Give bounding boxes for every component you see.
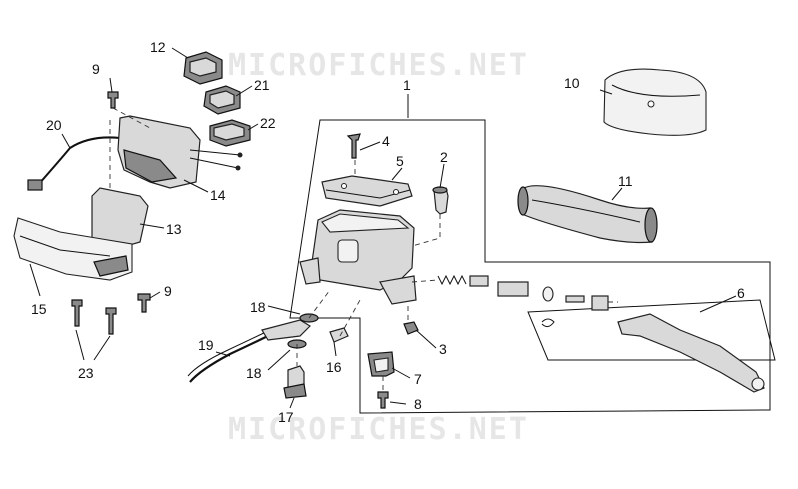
- callout-2: 2: [440, 149, 448, 165]
- part-19-banjo: [261, 319, 311, 341]
- callout-14: 14: [210, 187, 226, 203]
- part-10-cover: [603, 68, 707, 136]
- master-cylinder-clamp-half: [379, 275, 417, 305]
- callout-20: 20: [46, 117, 62, 133]
- part-22-switch-face: [213, 123, 245, 141]
- leader-lines: [29, 47, 737, 409]
- watermark-bottom: MICROFICHES.NET: [228, 412, 529, 447]
- guide-screw-9-top: [112, 107, 151, 129]
- callout-18-bottom: 18: [246, 365, 262, 381]
- part-12-switch-face: [189, 57, 217, 77]
- callout-1: 1: [403, 77, 411, 93]
- part-11-grip: [521, 185, 653, 244]
- callout-11: 11: [618, 173, 633, 189]
- part-8-screw: [377, 391, 389, 409]
- callout-16: 16: [326, 359, 342, 375]
- callout-23: 23: [78, 365, 94, 381]
- part-11-grip-line: [531, 199, 641, 223]
- part-16-bleeder: [329, 327, 349, 343]
- part-5-cap-hole-a: [341, 183, 347, 189]
- guide-bleeder: [339, 299, 361, 337]
- part-23-screw-b: [105, 307, 117, 335]
- callout-8: 8: [414, 396, 422, 412]
- callout-17: 17: [278, 409, 294, 425]
- watermark-top: MICROFICHES.NET: [228, 48, 529, 83]
- callout-9-top: 9: [92, 61, 100, 77]
- lever-spring-clip: [541, 318, 555, 328]
- callout-9-bottom: 9: [164, 283, 172, 299]
- callout-3: 3: [439, 341, 447, 357]
- callout-18-top: 18: [250, 299, 266, 315]
- part-21-switch-face: [209, 90, 235, 109]
- part-20-wire: [37, 136, 121, 186]
- part-6-lever: [617, 313, 765, 393]
- callout-10: 10: [564, 75, 580, 91]
- part-9-screw-bottom: [137, 293, 151, 313]
- piston-circlip: [542, 286, 554, 302]
- part-10-fold: [611, 84, 701, 97]
- reservoir-window: [337, 239, 359, 263]
- piston: [497, 281, 529, 297]
- master-cylinder-mount: [299, 257, 321, 285]
- part-14-wire-tip-a: [237, 152, 243, 158]
- guide-washer-top: [308, 289, 331, 319]
- piston-seal: [469, 275, 489, 287]
- part-23-screw-a: [71, 299, 83, 327]
- callout-21: 21: [254, 77, 270, 93]
- push-rod-boot: [591, 295, 609, 311]
- part-3-nut: [403, 321, 419, 335]
- part-15-edge: [19, 235, 111, 257]
- part-5-cap-edge: [325, 189, 411, 199]
- part-14-wire-tip-b: [235, 165, 241, 171]
- callout-7: 7: [414, 371, 422, 387]
- part-20-connector: [27, 179, 43, 191]
- part-15-slot: [93, 255, 129, 277]
- part-5-cap-hole-b: [393, 189, 399, 195]
- callout-15: 15: [31, 301, 47, 317]
- part-14-housing-inner: [123, 149, 178, 183]
- callout-6: 6: [737, 285, 745, 301]
- part-6-lever-tip: [751, 377, 765, 391]
- part-7-clamp-inner: [373, 357, 389, 373]
- part-11-grip-end-right: [644, 207, 658, 243]
- callout-13: 13: [166, 221, 182, 237]
- part-11-grip-end-left: [517, 186, 529, 216]
- guide-piston: [411, 279, 439, 283]
- push-rod: [565, 295, 585, 303]
- part-10-hole: [647, 100, 655, 108]
- guide-2: [411, 214, 441, 247]
- part-9-screw-top: [107, 91, 119, 109]
- part-17-bolt-head: [283, 383, 307, 399]
- callout-5: 5: [396, 153, 404, 169]
- piston-spring: [437, 274, 467, 286]
- reservoir-top: [321, 213, 410, 233]
- callout-4: 4: [382, 133, 390, 149]
- callout-22: 22: [260, 115, 276, 131]
- part-14-wires: [189, 149, 241, 169]
- part-4-screw: [346, 133, 361, 159]
- assembly-outline-lever: [527, 299, 776, 361]
- callout-19: 19: [198, 337, 214, 353]
- callout-12: 12: [150, 39, 166, 55]
